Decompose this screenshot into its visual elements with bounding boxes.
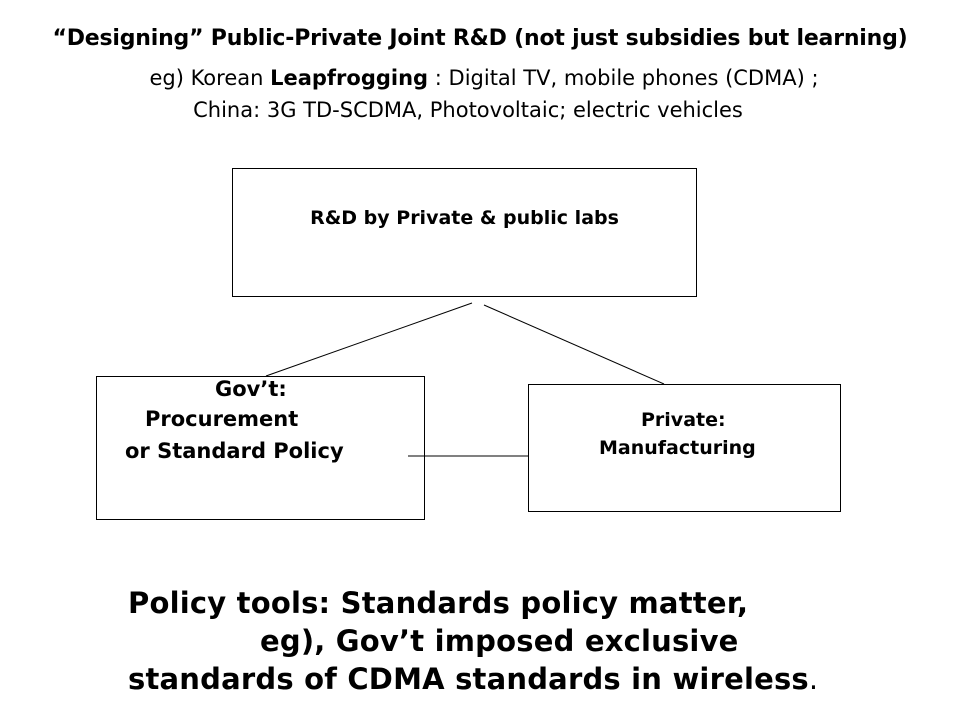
govt-policy-box: Gov’t: Procurement or Standard Policy [96, 376, 425, 520]
example-korea-suffix: : Digital TV, mobile phones (CDMA) ; [428, 66, 819, 90]
rd-labs-box: R&D by Private & public labs [232, 168, 697, 297]
private-manufacturing-box: Private: Manufacturing [528, 384, 841, 512]
example-korea: eg) Korean Leapfrogging : Digital TV, mo… [4, 66, 960, 90]
policy-tools-line-1: Policy tools: Standards policy matter, [128, 586, 749, 620]
connector-rd-to-govt [265, 302, 473, 377]
rd-labs-label: R&D by Private & public labs [310, 207, 619, 229]
example-korea-leapfrogging: Leapfrogging [270, 66, 429, 90]
policy-tools-line-2: eg), Gov’t imposed exclusive [260, 624, 739, 658]
policy-tools-line-3-period: . [808, 662, 819, 696]
example-china: China: 3G TD-SCDMA, Photovoltaic; electr… [193, 98, 743, 122]
slide-title: “Designing” Public-Private Joint R&D (no… [52, 26, 908, 51]
govt-standard-policy-label: or Standard Policy [125, 439, 344, 463]
example-korea-prefix: eg) Korean [149, 66, 271, 90]
policy-tools-line-3: standards of CDMA standards in wireless. [128, 662, 818, 696]
policy-tools-line-3-text: standards of CDMA standards in wireless [128, 662, 809, 696]
govt-label: Gov’t: [215, 377, 287, 401]
connector-rd-to-private [483, 304, 665, 385]
manufacturing-label: Manufacturing [599, 437, 756, 459]
private-label: Private: [641, 409, 726, 431]
govt-procurement-label: Procurement [145, 407, 299, 431]
